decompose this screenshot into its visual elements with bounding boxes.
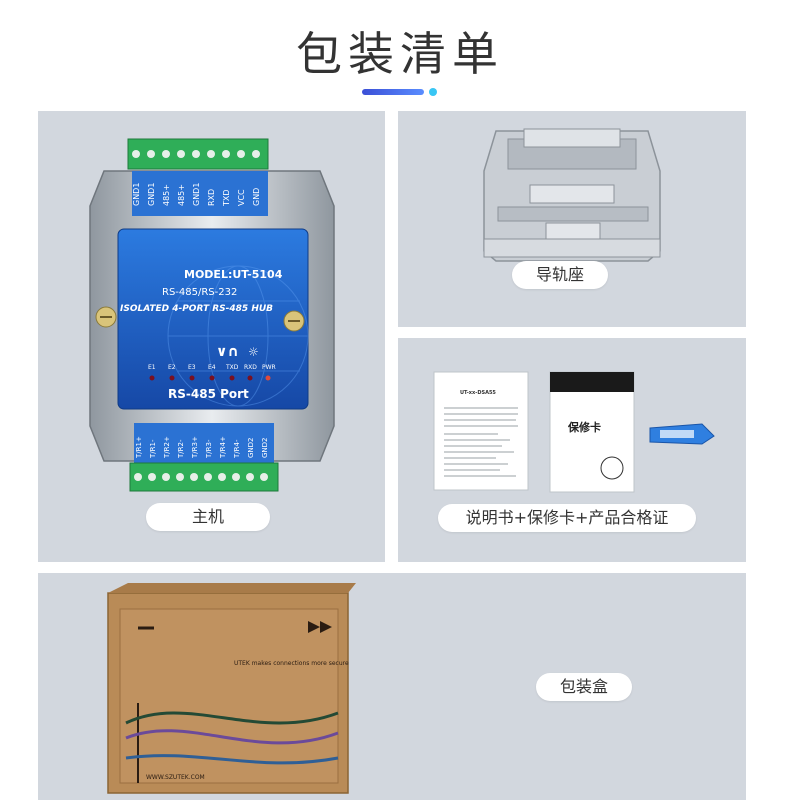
bottom-terminal-label: T/R3+ <box>191 436 199 459</box>
device-subtitle: RS-485/RS-232 <box>162 287 237 298</box>
device-name: ISOLATED 4-PORT RS-485 HUB <box>120 304 273 314</box>
box-url: WWW.SZUTEK.COM <box>146 774 205 781</box>
device-model: MODEL:UT-5104 <box>184 268 283 281</box>
led-label: TXD <box>225 364 239 371</box>
bottom-terminal-label: T/R2+ <box>163 436 171 459</box>
led-label: RXD <box>244 364 257 371</box>
rail-mount-image <box>483 128 661 262</box>
box-label: 包装盒 <box>536 673 632 701</box>
host-device-image: GND1 GND1 485+ 485+ GND1 RXD TXD VCC GND… <box>89 138 335 492</box>
top-terminal-label: GND1 <box>147 183 156 206</box>
led-labels: E1 E2 E3 E4 TXD RXD PWR <box>148 364 276 371</box>
page-title: 包装清单 <box>296 27 504 81</box>
bottom-terminal-label: T/R3- <box>205 439 213 459</box>
panel-host: GND1 GND1 485+ 485+ GND1 RXD TXD VCC GND… <box>38 111 385 562</box>
led-label: E4 <box>208 364 216 371</box>
title-underline-dot <box>429 88 437 96</box>
title-underline <box>362 89 424 95</box>
bottom-terminal-label: GND2 <box>247 437 255 458</box>
device-port-label: RS-485 Port <box>168 387 249 401</box>
panel-box: UTEK makes connections more secure WWW.S… <box>38 573 746 800</box>
led-indicators <box>149 375 271 381</box>
led-label: E1 <box>148 364 156 371</box>
bottom-terminal-label: T/R1- <box>149 439 157 459</box>
led-label: E3 <box>188 364 196 371</box>
top-terminal-label: GND1 <box>132 183 141 206</box>
bottom-label-strip <box>134 423 274 463</box>
led-label: E2 <box>168 364 176 371</box>
top-terminal-label: GND <box>252 188 261 206</box>
top-terminal-label: RXD <box>207 189 216 206</box>
box-image: UTEK makes connections more secure WWW.S… <box>107 583 356 794</box>
bottom-terminal-label: T/R1+ <box>135 436 143 459</box>
bottom-terminal-label: T/R2- <box>177 439 185 459</box>
device-face <box>117 228 309 410</box>
bottom-terminal-label: T/R4+ <box>219 436 227 459</box>
manual-title: UT-xx-DSA55 <box>460 390 496 396</box>
top-terminal-label: 485+ <box>162 184 171 206</box>
panel-docs: UT-xx-DSA55 保修卡 说明书+保修卡+产品合格证 <box>398 338 746 562</box>
panel-rail: 导轨座 <box>398 111 746 327</box>
warranty-title: 保修卡 <box>567 420 601 434</box>
signal-icon: ∨∩ <box>216 344 239 360</box>
rail-label: 导轨座 <box>512 261 608 289</box>
top-label-strip <box>132 171 268 216</box>
top-terminal-label: VCC <box>237 189 246 206</box>
top-terminal-label: TXD <box>222 189 231 207</box>
top-terminal-label: GND1 <box>192 183 201 206</box>
box-slogan: UTEK makes connections more secure <box>234 660 349 667</box>
top-terminal-labels: GND1 GND1 485+ 485+ GND1 RXD TXD VCC GND <box>132 183 261 207</box>
docs-label: 说明书+保修卡+产品合格证 <box>438 504 696 532</box>
top-terminal-label: 485+ <box>177 184 186 206</box>
led-label: PWR <box>262 364 276 371</box>
bottom-terminal-labels: T/R1+ T/R1- T/R2+ T/R2- T/R3+ T/R3- T/R4… <box>135 436 269 459</box>
bottom-terminal-label: GND2 <box>261 437 269 458</box>
bottom-terminal-label: T/R4- <box>233 439 241 459</box>
power-light-icon: ☼ <box>248 345 259 359</box>
host-label: 主机 <box>146 503 270 531</box>
docs-image: UT-xx-DSA55 保修卡 <box>433 371 715 493</box>
